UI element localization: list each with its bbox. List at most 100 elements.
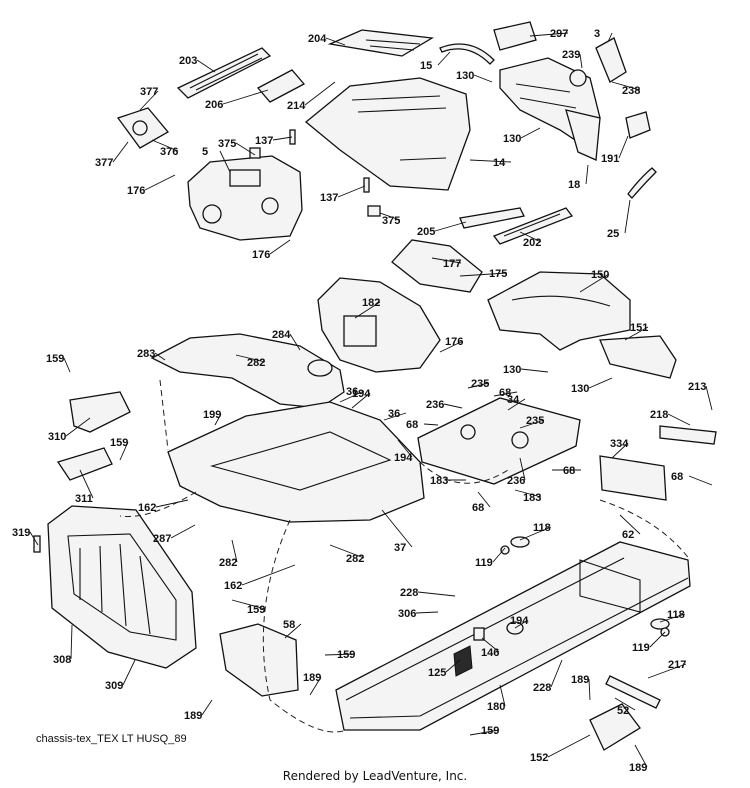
diagram-caption: chassis-tex_TEX LT HUSQ_89 bbox=[36, 733, 187, 745]
callout-label: 183 bbox=[523, 492, 541, 504]
part-fender-150 bbox=[487, 271, 631, 351]
callout-label: 159 bbox=[337, 649, 355, 661]
callout-label: 18 bbox=[568, 179, 580, 191]
callout-label: 199 bbox=[203, 409, 221, 421]
part-brace-146 bbox=[473, 627, 485, 641]
callout-label: 217 bbox=[668, 659, 686, 671]
callout-leader bbox=[397, 439, 413, 458]
callout-label: 319 bbox=[12, 527, 30, 539]
part-vent-205 bbox=[459, 207, 525, 229]
part-block-125 bbox=[453, 645, 473, 677]
part-bracket-175 bbox=[391, 239, 483, 293]
callout-leader bbox=[112, 141, 129, 163]
callout-leader bbox=[289, 333, 301, 351]
callout-label: 14 bbox=[493, 157, 506, 169]
callout-leader bbox=[269, 239, 291, 255]
callout-leader bbox=[65, 417, 91, 437]
callout-label: 214 bbox=[287, 100, 306, 112]
callout-leader bbox=[619, 514, 641, 535]
callout-leader bbox=[439, 340, 464, 353]
callout-label: 228 bbox=[533, 682, 551, 694]
callout-leader bbox=[139, 90, 159, 111]
callout-leader bbox=[611, 442, 629, 459]
callout-label: 282 bbox=[247, 357, 265, 369]
callout-leader bbox=[492, 547, 506, 563]
part-side-panel-18 bbox=[565, 109, 601, 161]
callout-label: 282 bbox=[219, 557, 237, 569]
callout-label: 377 bbox=[95, 157, 113, 169]
callout-leader bbox=[196, 59, 216, 73]
callout-label: 306 bbox=[398, 608, 416, 620]
callout-label: 218 bbox=[650, 409, 668, 421]
callout-label: 282 bbox=[346, 553, 364, 565]
callout-label: 308 bbox=[53, 654, 71, 666]
callout-label: 334 bbox=[610, 438, 629, 450]
callout-label: 150 bbox=[591, 269, 609, 281]
callout-label: 176 bbox=[127, 185, 145, 197]
callout-label: 377 bbox=[140, 86, 158, 98]
callout-label: 36 bbox=[346, 386, 358, 398]
callout-leader bbox=[144, 174, 176, 191]
callout-label: 137 bbox=[255, 135, 273, 147]
callout-label: 189 bbox=[629, 762, 647, 774]
callout-label: 206 bbox=[205, 99, 223, 111]
callout-leader bbox=[151, 139, 179, 152]
callout-label: 283 bbox=[137, 348, 155, 360]
callout-leader bbox=[473, 74, 493, 83]
callout-leader bbox=[579, 53, 583, 69]
callout-leader bbox=[119, 441, 129, 461]
callout-label: 189 bbox=[303, 672, 321, 684]
callout-label: 118 bbox=[533, 522, 551, 534]
callout-leader bbox=[507, 398, 526, 411]
callout-leader bbox=[231, 539, 238, 563]
callout-label: 159 bbox=[481, 725, 499, 737]
callout-label: 175 bbox=[489, 268, 507, 280]
part-pad-297 bbox=[493, 21, 537, 51]
callout-leader bbox=[647, 663, 687, 679]
callout-label: 375 bbox=[382, 215, 400, 227]
callout-leader bbox=[325, 37, 346, 46]
callout-label: 159 bbox=[46, 353, 64, 365]
part-fender-cover-283 bbox=[150, 333, 345, 409]
callout-label: 205 bbox=[417, 226, 435, 238]
callout-leader bbox=[423, 423, 439, 426]
callout-leader bbox=[339, 390, 365, 403]
callout-leader bbox=[304, 81, 336, 106]
part-washer-118 bbox=[510, 536, 670, 630]
part-bracket-334 bbox=[599, 455, 667, 501]
callout-leader bbox=[383, 412, 407, 421]
callout-leader bbox=[493, 391, 518, 397]
callout-leader bbox=[624, 199, 631, 234]
callout-label: 204 bbox=[308, 33, 327, 45]
callout-leader bbox=[63, 357, 71, 373]
callout-leader bbox=[434, 221, 467, 232]
callout-label: 68 bbox=[406, 419, 418, 431]
part-link-217 bbox=[605, 675, 661, 709]
callout-leader bbox=[29, 531, 39, 546]
part-grille-309 bbox=[47, 505, 197, 669]
callout-leader bbox=[469, 729, 500, 736]
callout-leader bbox=[624, 326, 649, 341]
callout-leader bbox=[529, 32, 569, 37]
callout-label: 235 bbox=[526, 415, 544, 427]
callout-label: 58 bbox=[283, 619, 295, 631]
callout-label: 287 bbox=[153, 533, 171, 545]
callout-leader bbox=[417, 591, 456, 597]
callout-leader bbox=[272, 136, 293, 141]
callout-leader bbox=[379, 212, 401, 221]
callout-label: 213 bbox=[688, 381, 706, 393]
callout-label: 68 bbox=[499, 387, 511, 399]
part-plate-34 bbox=[417, 397, 581, 485]
callout-label: 130 bbox=[503, 364, 521, 376]
part-strip-15 bbox=[439, 43, 495, 65]
callout-leader bbox=[324, 653, 356, 656]
callout-label: 189 bbox=[571, 674, 589, 686]
part-frame-180 bbox=[335, 541, 691, 731]
callout-leader bbox=[607, 32, 613, 43]
callout-label: 68 bbox=[671, 471, 683, 483]
callout-label: 15 bbox=[420, 60, 432, 72]
callout-label: 5 bbox=[202, 146, 208, 158]
callout-label: 194 bbox=[394, 452, 413, 464]
callout-label: 62 bbox=[622, 529, 634, 541]
callout-label: 137 bbox=[320, 192, 338, 204]
